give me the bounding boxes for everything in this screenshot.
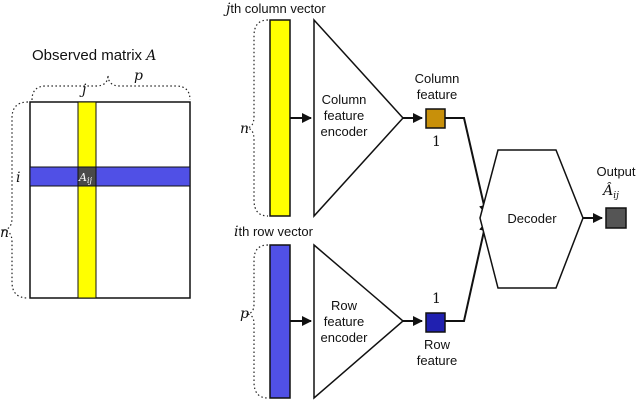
row-encoder-label-3: encoder (321, 330, 369, 345)
column-vector-label: jth column vector (223, 1, 326, 17)
matrix-cols-dim: p (134, 68, 143, 84)
matrix-row-index: i (16, 170, 20, 186)
row-encoder-label-1: Row (331, 298, 358, 313)
row-feature-dim: 1 (432, 291, 441, 307)
matrix-box (29, 101, 191, 299)
row-branch: ith row vector p Row feature encoder 1 R… (234, 224, 457, 400)
output-box (605, 207, 627, 229)
row-encoder-shape (313, 243, 405, 400)
column-vector-bar (269, 19, 291, 217)
column-branch: jth column vector n Column feature encod… (223, 1, 460, 218)
matrix-rows-dim: n (0, 225, 9, 241)
output-label: Output (596, 164, 635, 179)
matrix-column-highlight (77, 101, 97, 299)
column-feature-label-2: feature (417, 87, 457, 102)
row-feature-box (425, 312, 446, 333)
row-vector-label: ith row vector (234, 224, 314, 240)
column-encoder-label-1: Column (322, 92, 367, 107)
output-group: Output Âij (596, 164, 636, 229)
matrix-col-index: j (79, 82, 87, 98)
row-feature-to-decoder-edge (445, 221, 489, 322)
decoder-group: Decoder (479, 149, 603, 289)
row-feature-label-1: Row (424, 337, 451, 352)
matrix-entry-cell (77, 166, 97, 187)
row-feature-label-2: feature (417, 353, 457, 368)
observed-matrix-group: Observed matrix A p n Aij j i (0, 47, 191, 299)
decoder-label: Decoder (507, 211, 557, 226)
row-vector-brace (245, 244, 269, 399)
column-encoder-shape (313, 18, 405, 218)
column-encoder-label-3: encoder (321, 124, 369, 139)
matrix-entry-label: Aij (78, 171, 93, 185)
decoder-shape (479, 149, 584, 289)
column-vector-length: n (240, 121, 249, 137)
matrix-cols-brace (31, 74, 191, 101)
column-feature-box (425, 108, 446, 129)
output-symbol: Âij (601, 181, 619, 201)
row-encoder-label-2: feature (324, 314, 364, 329)
matrix-rows-brace (1, 101, 29, 299)
matrix-title: Observed matrix A (32, 47, 156, 64)
feature-connections (445, 117, 489, 322)
row-vector-bar (269, 244, 291, 399)
column-feature-dim: 1 (432, 134, 441, 150)
matrix-row-highlight (29, 166, 191, 187)
column-feature-label-1: Column (415, 71, 460, 86)
column-vector-brace (245, 19, 269, 217)
column-feature-to-decoder-edge (445, 117, 489, 215)
column-encoder-label-2: feature (324, 108, 364, 123)
row-vector-length: p (240, 306, 249, 322)
